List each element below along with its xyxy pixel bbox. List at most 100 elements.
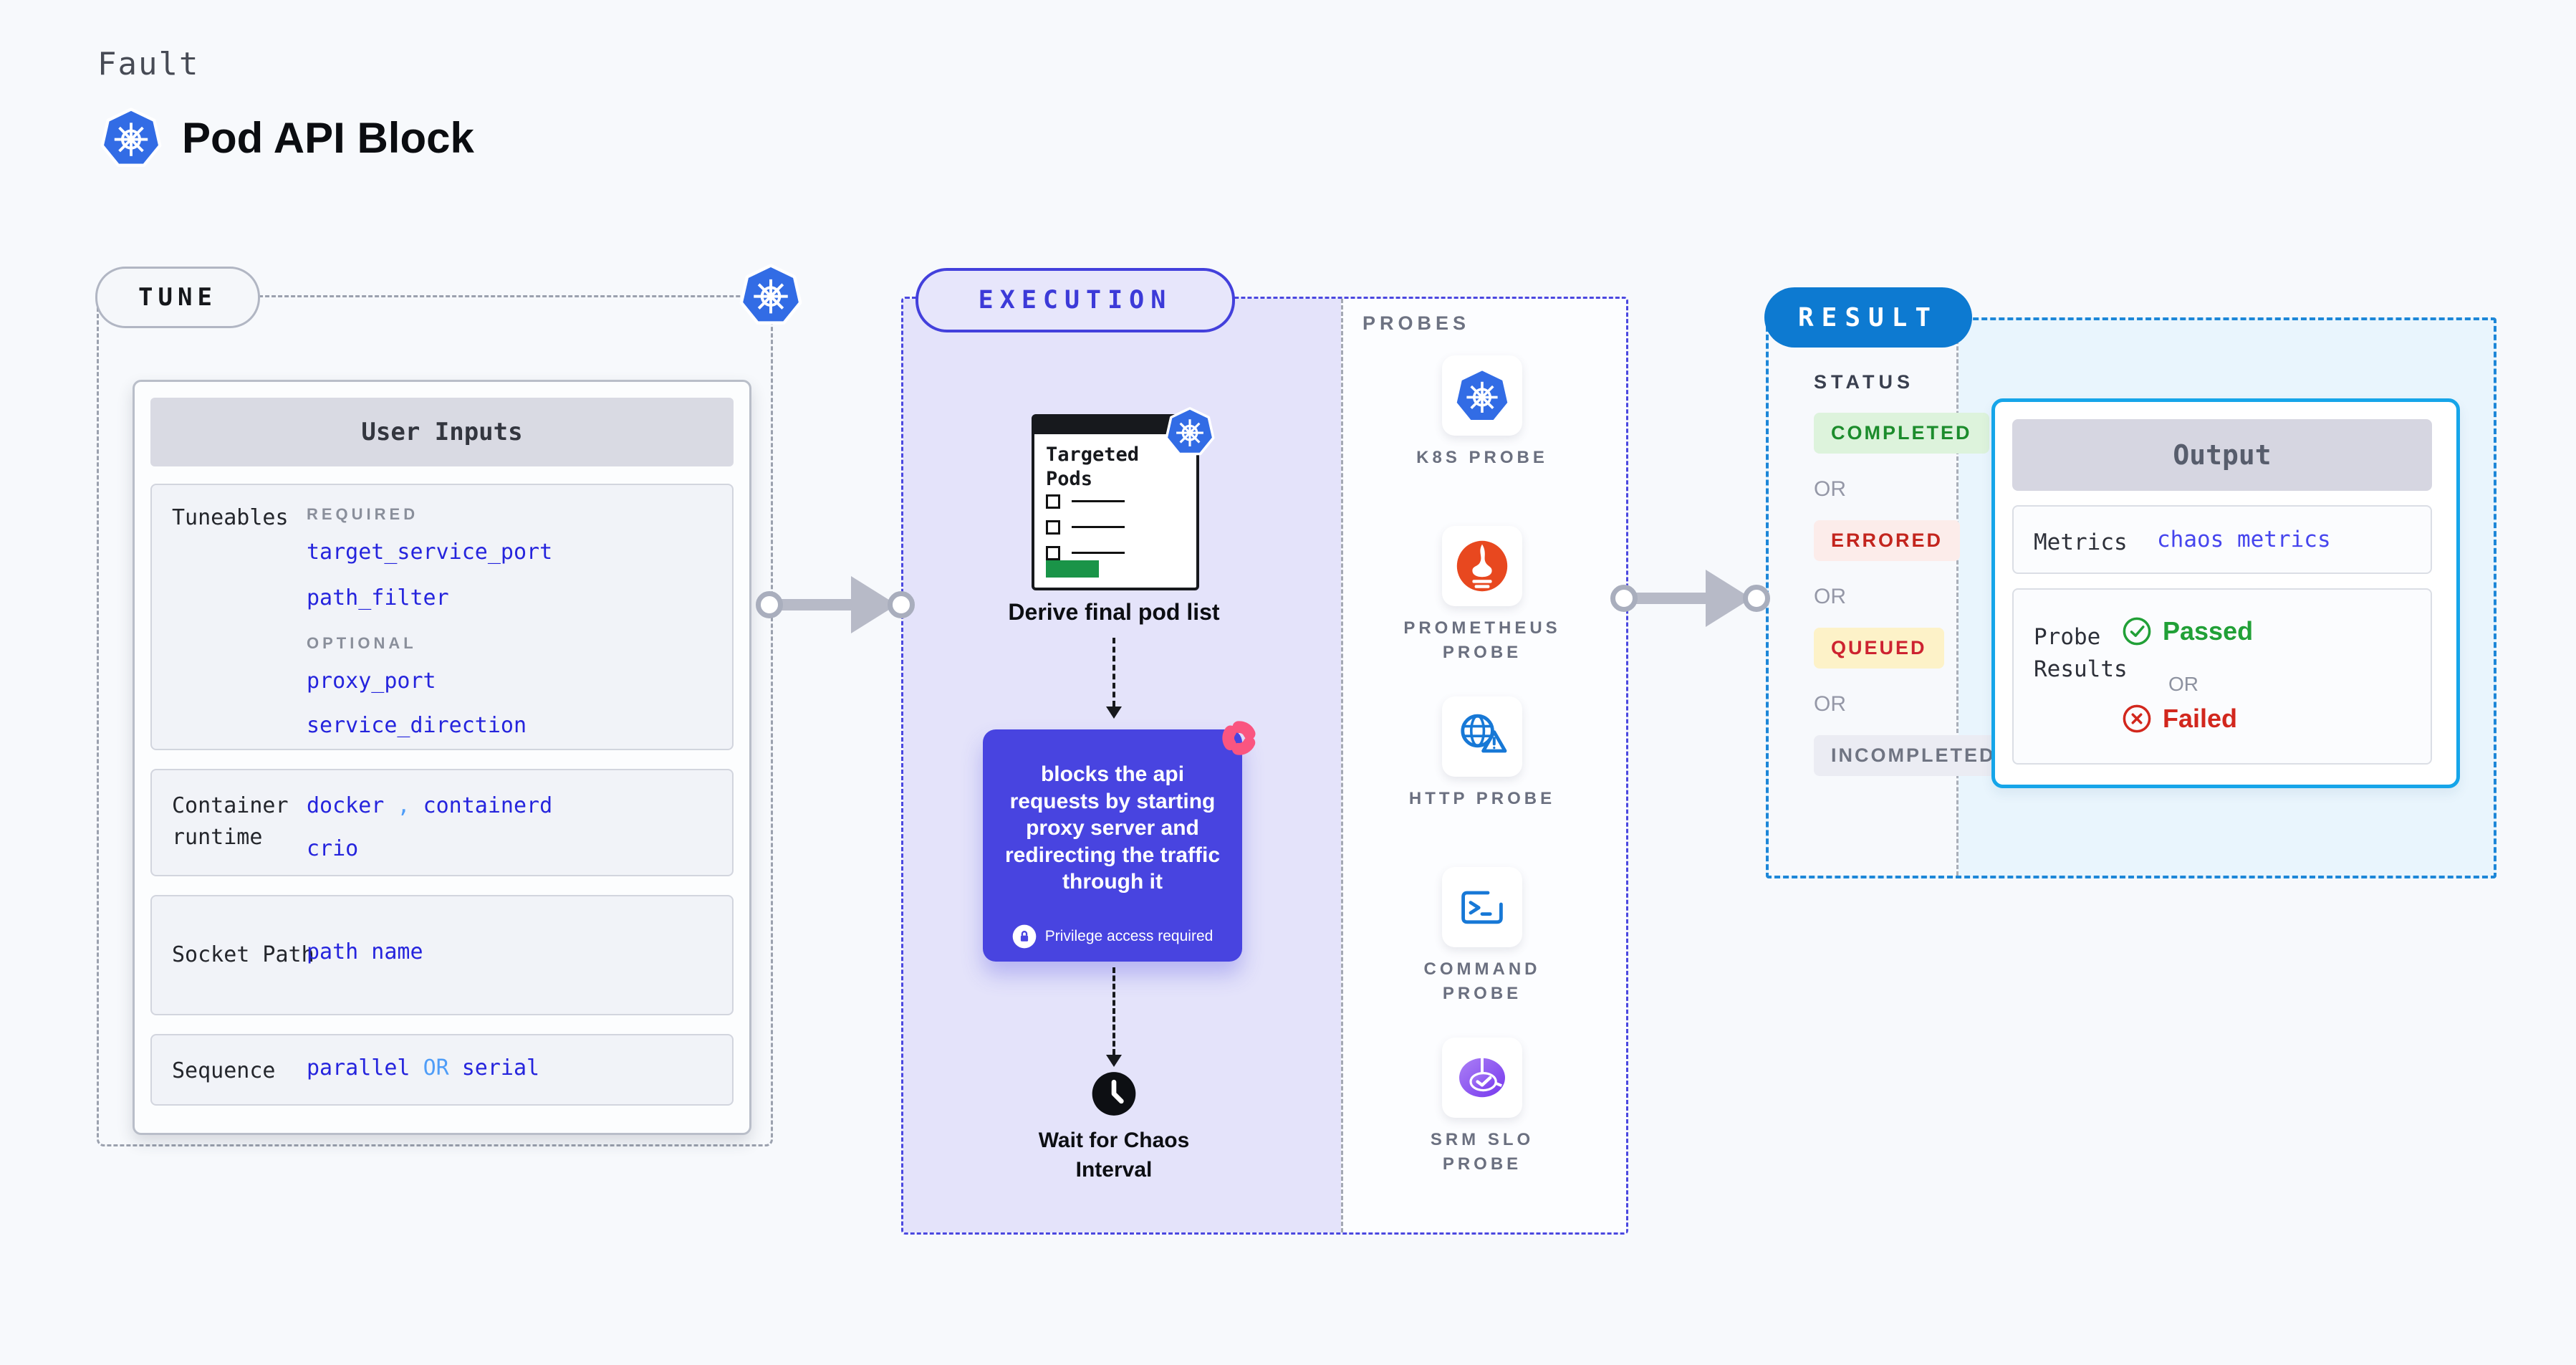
passed-label: Passed bbox=[2163, 616, 2254, 646]
tune-badge: TUNE bbox=[95, 267, 260, 328]
connector-dot bbox=[1610, 585, 1638, 612]
tuneables-row: Tuneables REQUIRED target_service_port p… bbox=[150, 484, 734, 750]
wait-chaos-interval-label: Wait for Chaos Interval bbox=[1038, 1129, 1190, 1182]
kubernetes-icon bbox=[739, 262, 802, 327]
probe-label: K8S PROBE bbox=[1416, 448, 1548, 467]
page-title: Pod API Block bbox=[182, 113, 474, 162]
failed-line: Failed bbox=[2121, 703, 2237, 734]
targeted-pods-card: Targeted Pods bbox=[1032, 414, 1199, 590]
sequence-values: parallel OR serial bbox=[307, 1055, 539, 1081]
check-circle-icon bbox=[2121, 616, 2153, 647]
derive-pod-list-label: Derive final pod list bbox=[1008, 599, 1220, 625]
metrics-row: Metrics chaos metrics bbox=[2012, 505, 2432, 574]
pod-line bbox=[1072, 526, 1125, 528]
tune-panel bbox=[97, 295, 773, 1146]
flow-arrow-head bbox=[1106, 1055, 1122, 1067]
probe-card bbox=[1442, 696, 1522, 777]
terminal-icon bbox=[1453, 878, 1511, 936]
runtime-containerd: containerd bbox=[423, 793, 553, 818]
probe-item-srm-slo: SRM SLO PROBE bbox=[1396, 1038, 1568, 1176]
output-title: Output bbox=[2012, 419, 2432, 491]
tuneable-path-filter: path_filter bbox=[307, 585, 449, 610]
checkbox-icon bbox=[1046, 494, 1060, 509]
container-runtime-values: docker , containerd bbox=[307, 793, 552, 818]
flow-dotted-line bbox=[1112, 638, 1115, 707]
slo-pie-check-icon bbox=[1453, 1049, 1511, 1106]
status-badge-completed: COMPLETED bbox=[1814, 413, 1989, 454]
kubernetes-icon bbox=[1165, 406, 1215, 457]
passed-line: Passed bbox=[2121, 616, 2253, 647]
sequence-or: OR bbox=[423, 1055, 449, 1081]
probe-label: PROMETHEUS PROBE bbox=[1403, 618, 1561, 662]
optional-heading: OPTIONAL bbox=[307, 634, 417, 652]
probe-item-prometheus: PROMETHEUS PROBE bbox=[1396, 526, 1568, 664]
fault-action-box: blocks the api requests by starting prox… bbox=[983, 729, 1242, 962]
tuneable-service-direction: service_direction bbox=[307, 713, 527, 738]
runtime-separator: , bbox=[397, 793, 410, 818]
probe-card bbox=[1442, 355, 1522, 436]
failed-label: Failed bbox=[2163, 704, 2238, 733]
runtime-docker: docker bbox=[307, 793, 385, 818]
x-circle-icon bbox=[2121, 703, 2153, 734]
lock-icon bbox=[1012, 924, 1037, 949]
probe-results-label: Probe Results bbox=[2034, 624, 2128, 682]
sequence-parallel: parallel bbox=[307, 1055, 410, 1081]
container-runtime-row: Container runtime docker , containerd cr… bbox=[150, 769, 734, 876]
runtime-crio: crio bbox=[307, 836, 359, 861]
status-badge-errored: ERRORED bbox=[1814, 520, 1961, 561]
probe-item-k8s: K8S PROBE bbox=[1396, 355, 1568, 470]
metrics-value: chaos metrics bbox=[2157, 527, 2331, 552]
http-globe-warning-icon bbox=[1453, 708, 1511, 765]
probe-item-command: COMMAND PROBE bbox=[1396, 867, 1568, 1005]
user-inputs-title: User Inputs bbox=[150, 398, 734, 466]
required-heading: REQUIRED bbox=[307, 505, 419, 523]
privilege-note: Privilege access required bbox=[983, 924, 1242, 949]
chaos-pinwheel-icon bbox=[1216, 715, 1262, 761]
tuneable-proxy-port: proxy_port bbox=[307, 669, 436, 694]
metrics-label: Metrics bbox=[2034, 530, 2128, 555]
status-or: OR bbox=[1814, 477, 1846, 501]
connector-dot bbox=[888, 591, 915, 618]
sequence-label: Sequence bbox=[172, 1058, 276, 1083]
probe-results-row: Probe Results Passed OR Failed bbox=[2012, 588, 2432, 765]
probes-heading: PROBES bbox=[1363, 312, 1471, 334]
prometheus-icon bbox=[1453, 537, 1511, 595]
sequence-serial: serial bbox=[461, 1055, 540, 1081]
probe-label: SRM SLO PROBE bbox=[1430, 1130, 1534, 1174]
output-box: Output Metrics chaos metrics Probe Resul… bbox=[1991, 398, 2460, 788]
privilege-text: Privilege access required bbox=[1044, 928, 1213, 944]
title-row: Pod API Block bbox=[100, 106, 474, 169]
checkbox-icon bbox=[1046, 520, 1060, 535]
user-inputs-card: User Inputs Tuneables REQUIRED target_se… bbox=[133, 380, 751, 1135]
probe-label: COMMAND PROBE bbox=[1423, 959, 1541, 1003]
status-column bbox=[1769, 320, 1959, 876]
status-heading: STATUS bbox=[1814, 371, 1914, 393]
flow-dotted-line bbox=[1112, 967, 1115, 1055]
socket-path-value: path name bbox=[307, 939, 423, 964]
probe-card bbox=[1442, 1038, 1522, 1118]
probe-results-or: OR bbox=[2168, 673, 2198, 695]
socket-path-row: Socket Path path name bbox=[150, 895, 734, 1015]
sequence-row: Sequence parallel OR serial bbox=[150, 1034, 734, 1106]
execution-badge: EXECUTION bbox=[915, 268, 1235, 332]
socket-path-label: Socket Path bbox=[172, 942, 314, 967]
connector-dot bbox=[1743, 585, 1770, 612]
flow-arrow-head bbox=[1106, 707, 1122, 719]
probe-card bbox=[1442, 867, 1522, 947]
fault-action-text: blocks the api requests by starting prox… bbox=[1004, 762, 1221, 894]
tuneables-label: Tuneables bbox=[172, 505, 289, 530]
status-or: OR bbox=[1814, 585, 1846, 608]
arrow-execution-to-result bbox=[1625, 593, 1710, 604]
result-badge: RESULT bbox=[1764, 287, 1972, 348]
connector-dot bbox=[756, 591, 783, 618]
tuneable-target-service-port: target_service_port bbox=[307, 540, 553, 565]
green-progress-bar bbox=[1046, 560, 1099, 578]
probe-label: HTTP PROBE bbox=[1408, 789, 1556, 808]
status-or: OR bbox=[1814, 692, 1846, 716]
status-badge-queued: QUEUED bbox=[1814, 628, 1944, 669]
container-runtime-label: Container runtime bbox=[172, 793, 289, 850]
probe-card bbox=[1442, 526, 1522, 606]
kubernetes-icon bbox=[1453, 367, 1511, 424]
probes-divider bbox=[1341, 299, 1343, 1232]
kubernetes-icon bbox=[100, 106, 162, 169]
